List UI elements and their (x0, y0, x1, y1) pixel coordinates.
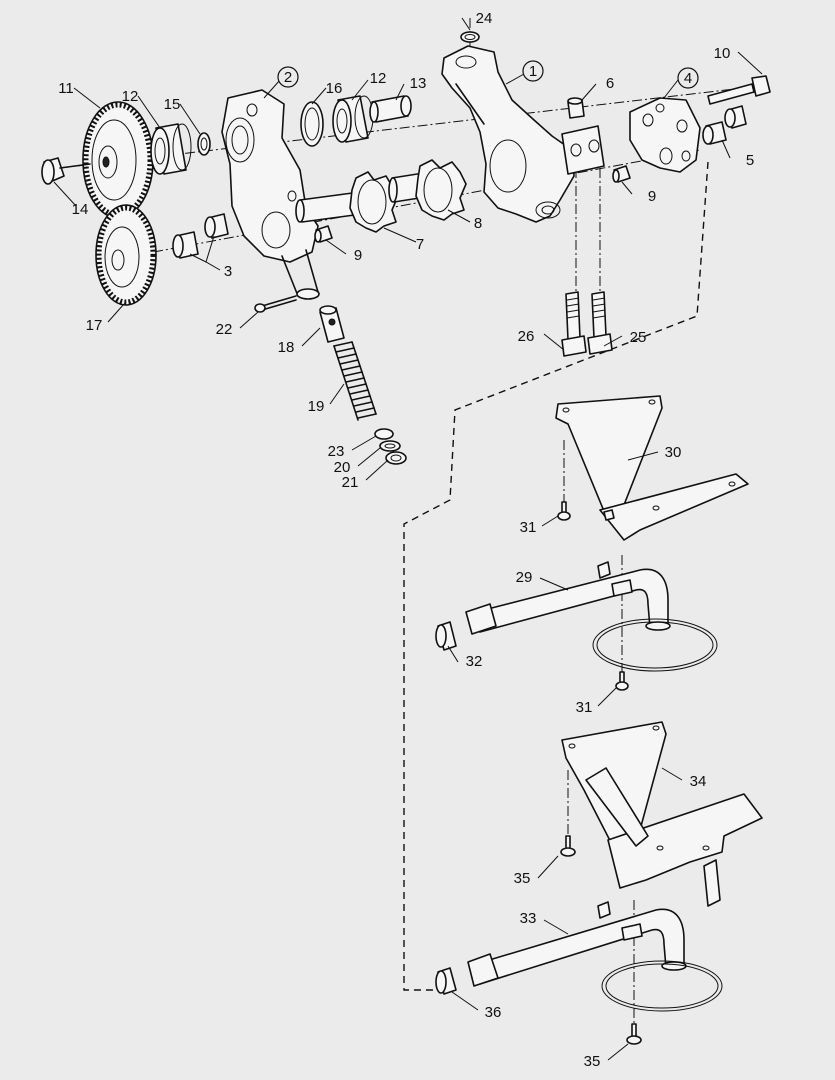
callout-34: 34 (690, 773, 707, 790)
screw-31-upper (557, 501, 571, 521)
callout-16: 16 (326, 80, 343, 97)
callout-1: 1 (529, 63, 537, 80)
callout-29: 29 (516, 569, 533, 586)
bolt-10 (707, 75, 771, 105)
callout-23: 23 (328, 443, 345, 460)
callout-6: 6 (606, 75, 614, 92)
callout-12-left: 12 (122, 88, 139, 105)
snap-ring-16 (300, 101, 324, 147)
callout-circle-1 (522, 60, 544, 82)
driven-gear-17 (95, 204, 157, 306)
pump-cover-2 (221, 89, 320, 300)
bolt-26 (561, 291, 587, 357)
bushing-9-left (314, 225, 333, 243)
callout-33: 33 (520, 910, 537, 927)
pickup-tube-29 (465, 561, 718, 672)
callout-circle-4 (677, 67, 699, 89)
washer-21 (385, 451, 407, 465)
callout-19: 19 (308, 398, 325, 415)
pump-gear-7 (349, 171, 399, 233)
split-pin-22 (254, 295, 297, 313)
pump-housing-1 (441, 45, 575, 223)
callout-9-left: 9 (354, 247, 362, 264)
nut-cap-14 (41, 157, 91, 185)
screw-35-upper (560, 835, 576, 857)
callout-2: 2 (284, 69, 292, 86)
screw-31-lower (615, 671, 629, 691)
sleeve-6 (567, 97, 585, 119)
bearing-12-left (150, 123, 192, 175)
sleeve-13 (369, 95, 412, 123)
pump-cover-4 (629, 97, 701, 173)
callout-10: 10 (714, 45, 731, 62)
valve-block (561, 125, 605, 175)
callout-31-lower: 31 (576, 699, 593, 716)
washer-20 (379, 440, 401, 452)
callout-3: 3 (224, 263, 232, 280)
callout-35-lower: 35 (584, 1053, 601, 1070)
callout-22: 22 (216, 321, 233, 338)
callout-31-upper: 31 (520, 519, 537, 536)
callout-36: 36 (485, 1004, 502, 1021)
callout-17: 17 (86, 317, 103, 334)
washer-15 (197, 132, 211, 156)
bearing-12-right (332, 95, 374, 143)
bushing-9-right (612, 165, 631, 183)
valve-plunger-18 (319, 305, 345, 343)
bracket-30 (555, 395, 749, 541)
drive-shaft (295, 191, 363, 223)
callout-30: 30 (665, 444, 682, 461)
pickup-tube-33 (467, 901, 723, 1012)
callout-15: 15 (164, 96, 181, 113)
callout-13: 13 (410, 75, 427, 92)
callout-11: 11 (58, 80, 74, 97)
callout-35-upper: 35 (514, 870, 531, 887)
screw-35-lower (626, 1023, 642, 1045)
callout-9-right: 9 (648, 188, 656, 205)
callout-20: 20 (334, 459, 351, 476)
drive-gear-11 (82, 101, 154, 219)
callout-26: 26 (518, 328, 535, 345)
callout-25: 25 (630, 329, 647, 346)
washer-23 (374, 428, 394, 440)
o-ring-24 (460, 31, 480, 43)
bushings-5 (702, 105, 747, 145)
leader-lines (53, 17, 763, 1061)
bushings-3 (172, 213, 229, 259)
bracket-34 (561, 721, 763, 907)
callout-12-right: 12 (370, 70, 387, 87)
callout-18: 18 (278, 339, 295, 356)
callout-7: 7 (416, 236, 424, 253)
callout-labels: 24 10 11 12 15 2 16 12 13 1 6 4 5 14 9 8… (58, 10, 754, 1070)
seal-32 (435, 621, 457, 651)
callout-32: 32 (466, 653, 483, 670)
callout-24: 24 (476, 10, 493, 27)
bolt-25 (587, 291, 613, 355)
callout-21: 21 (342, 474, 359, 491)
spring-19 (333, 341, 377, 421)
callout-14: 14 (72, 201, 89, 218)
callout-4: 4 (684, 70, 692, 87)
pump-gear-8 (415, 159, 467, 221)
assembly-boundary-line (403, 161, 709, 991)
seal-36 (435, 967, 457, 995)
callout-5: 5 (746, 152, 754, 169)
callout-8: 8 (474, 215, 482, 232)
callout-circle-2 (277, 66, 299, 88)
